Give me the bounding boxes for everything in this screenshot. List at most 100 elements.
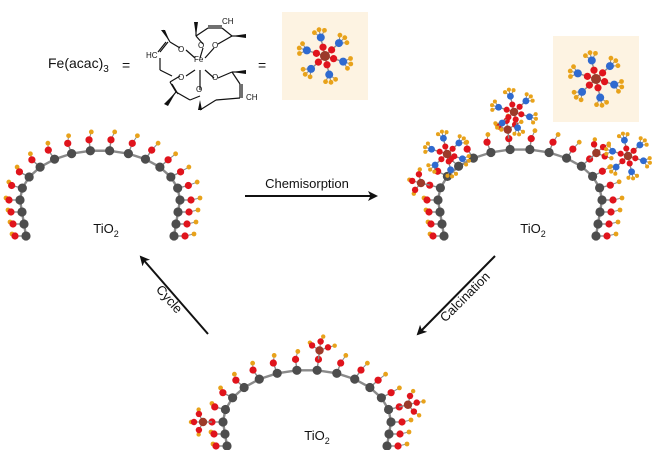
oxygen-atom — [503, 106, 510, 113]
hydrogen-atom — [592, 137, 598, 142]
titanium-atom — [169, 231, 179, 241]
oxygen-atom — [425, 208, 433, 216]
o-label-1: O — [198, 41, 204, 50]
oxygen-atom — [463, 145, 471, 153]
hydrogen-atom — [423, 149, 428, 154]
hydrogen-atom — [645, 164, 650, 169]
titanium-atom — [332, 368, 342, 378]
o-label-2: O — [212, 41, 218, 50]
titanium-atom — [595, 207, 605, 217]
hydrogen-atom — [312, 30, 317, 36]
hydrogen-atom — [328, 79, 334, 85]
fe-acac-model-right — [567, 50, 625, 108]
titanium-atom — [544, 147, 554, 158]
hydrogen-atom — [619, 79, 624, 84]
hydrogen-atom — [271, 353, 277, 358]
hydrogen-atom — [297, 51, 302, 56]
hydrogen-atom — [337, 32, 343, 38]
titanium-atom — [220, 404, 231, 415]
carbon-atom — [628, 168, 635, 176]
oxygen-atom — [387, 389, 395, 397]
oxygen-atom — [190, 418, 198, 426]
oxygen-atom — [585, 81, 593, 89]
hydrogen-atom — [218, 385, 223, 391]
oxygen-atom — [357, 366, 365, 374]
hydrogen-atom — [625, 132, 630, 137]
titanium-atom — [525, 144, 535, 155]
oxygen-atom — [291, 355, 300, 363]
tio2-label-left: TiO2 — [93, 221, 118, 239]
hydrogen-atom — [615, 63, 621, 69]
hydrogen-atom — [195, 207, 201, 213]
carbon-atom — [596, 93, 605, 102]
oxygen-atom — [605, 220, 613, 228]
hydrogen-atom — [344, 40, 350, 46]
carbon-atom — [495, 103, 502, 111]
chemisorption-label: Chemisorption — [265, 176, 349, 191]
oxygen-atom — [509, 101, 516, 108]
hydrogen-atom — [616, 88, 621, 94]
iron-atom — [509, 107, 519, 117]
oxygen-atom — [626, 160, 633, 167]
hydrogen-atom — [647, 156, 652, 161]
titanium-atom — [15, 195, 25, 205]
hydrogen-atom — [532, 128, 538, 134]
oxygen-atom — [609, 196, 617, 204]
carbon-atom — [339, 57, 348, 66]
oxygen-atom — [211, 403, 219, 411]
hydrogen-atom — [604, 147, 609, 152]
oxygen-atom — [308, 342, 316, 349]
titanium-atom — [155, 162, 165, 172]
hydrogen-atom — [426, 163, 431, 168]
hydrogen-atom — [194, 179, 200, 185]
hydrogen-atom — [583, 53, 588, 59]
hydrogen-atom — [506, 87, 511, 92]
hydrogen-atom — [593, 50, 598, 56]
hydrogen-atom — [197, 195, 203, 201]
hydrogen-atom — [647, 160, 652, 165]
hydrogen-atom — [300, 41, 305, 47]
titanium-atom — [576, 161, 586, 171]
hydrogen-atom — [613, 58, 619, 64]
hydrogen-atom — [66, 133, 72, 139]
oxygen-atom — [410, 408, 418, 415]
oxygen-atom — [9, 220, 17, 228]
oxygen-atom — [164, 156, 172, 164]
titanium-atom — [239, 382, 249, 393]
carbon-atom — [334, 39, 343, 48]
oxygen-atom — [512, 116, 519, 123]
oxygen-atom — [583, 72, 592, 80]
oxygen-atom — [396, 430, 404, 438]
hydrogen-atom — [524, 92, 529, 97]
hydrogen-atom — [333, 76, 338, 82]
titanium-atom — [173, 183, 183, 193]
hydrogen-atom — [613, 231, 619, 237]
titanium-atom — [350, 374, 360, 384]
hydrogen-atom — [196, 432, 201, 437]
oxygen-atom — [212, 442, 220, 450]
adsorbed-complex-1 — [423, 129, 471, 179]
hydrogen-atom — [186, 164, 192, 170]
iron-atom — [403, 400, 413, 409]
carbon-atom — [455, 139, 463, 147]
hydrogen-atom — [499, 127, 504, 132]
titanium-atom — [272, 368, 282, 378]
titanium-atom — [312, 365, 322, 375]
hydrogen-atom — [531, 120, 536, 125]
oxygen-atom — [617, 150, 624, 157]
oxygen-atom — [181, 232, 189, 240]
titanium-atom — [561, 153, 572, 163]
hydrogen-atom — [191, 231, 197, 237]
hydrogen-atom — [493, 121, 498, 126]
oxygen-atom — [483, 138, 491, 146]
carbon-atom — [316, 33, 325, 42]
oxygen-atom — [64, 139, 72, 147]
oxygen-atom — [505, 114, 512, 121]
iron-atom — [591, 74, 601, 84]
o-label-6: O — [196, 85, 202, 94]
oxygen-atom — [398, 418, 406, 426]
oxygen-atom — [85, 136, 93, 144]
oxygen-atom — [107, 136, 115, 144]
carbon-atom — [431, 161, 439, 169]
carbon-atom — [573, 69, 582, 78]
